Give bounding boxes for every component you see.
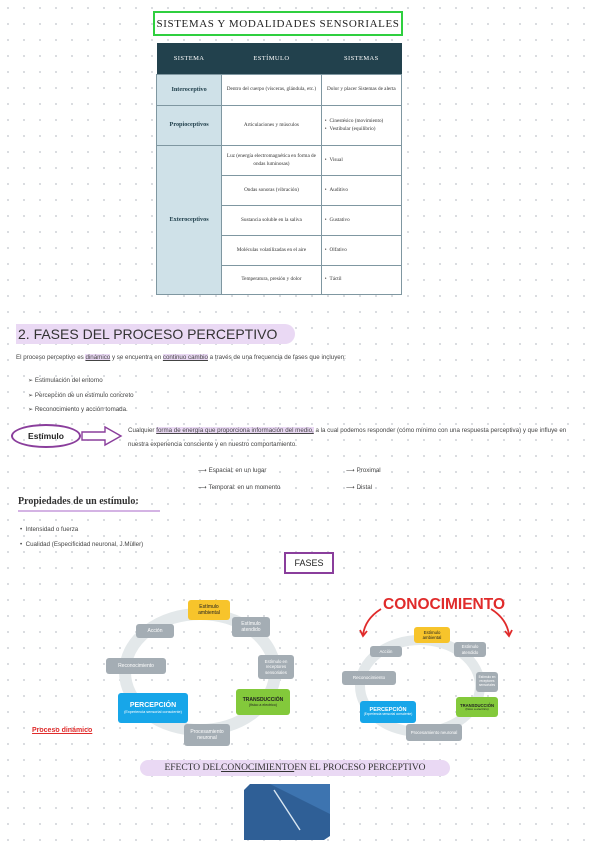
node-percepcion: PERCEPCIÓN(Experiencia sensorial conscie… [360, 701, 416, 723]
node-accion: Acción [136, 624, 174, 638]
estimulo-bubble: Estímulo [11, 424, 81, 448]
intro-paragraph: El proceso perceptivo es dinámico y se e… [16, 354, 576, 361]
cycle-diagram-right: Estímulo ambiental Estímulo atendido Est… [338, 624, 498, 746]
node-procesamiento: Procesamiento neuronal [406, 724, 462, 741]
section-heading: 2. FASES DEL PROCESO PERCEPTIVO [16, 324, 296, 344]
header-sistemas: SISTEMAS [321, 43, 402, 75]
arrow-list-left: ⟶ Espacial: en un lugar ⟶ Temporal: en u… [198, 462, 280, 496]
node-estimulo-atendido: Estímulo atendido [232, 617, 270, 637]
right-arrow-icon: ⟶ [346, 484, 357, 491]
table-row: Exteroceptivos Luz (energía electromagné… [155, 145, 403, 295]
table-row: Ondas sonoras (vibración) •Auditivo [157, 175, 403, 206]
cell-stim: Temperatura, presión y dolor [221, 265, 322, 295]
table-header-row: SISTEMA ESTÍMULO SISTEMAS [156, 43, 402, 75]
dynamic-process-label: Proceso dinámico [32, 727, 93, 734]
table-row: Interoceptivo Dentro del cuerpo (víscera… [155, 74, 403, 106]
efecto-heading: EFECTO DEL CONOCIMIENTO EN EL PROCESO PE… [140, 760, 450, 776]
sensory-systems-table: SISTEMA ESTÍMULO SISTEMAS Interoceptivo … [155, 43, 403, 295]
node-percepcion: PERCEPCIÓN(Experiencia sensorial conscie… [118, 693, 188, 723]
thumbnail-image [244, 784, 330, 840]
estimulo-definition: Cualquier forma de energía que proporcio… [128, 427, 567, 448]
list-item: ⟶ Espacial: en un lugar [198, 467, 267, 474]
cell-sys: •Táctil [320, 265, 403, 295]
cell-interoceptivo: Interoceptivo [155, 74, 223, 106]
node-procesamiento: Procesamiento neuronal [184, 724, 230, 746]
definition-highlight: forma de energía que proporciona informa… [156, 427, 314, 434]
list-item: ⟶ Proximal [346, 467, 381, 474]
node-reconocimiento: Reconocimiento [106, 658, 166, 674]
right-arrow-icon: ⟶ [198, 484, 209, 491]
sys-value: Olfativo [329, 246, 347, 253]
node-estimulo-ambiental: Estímulo ambiental [188, 600, 230, 620]
table-row: Moléculas volatilizadas en el aire •Olfa… [157, 235, 403, 266]
fases-label: FASES [284, 552, 334, 574]
table-row: Sustancia soluble en la saliva •Gustativ… [157, 205, 403, 236]
table-row: Temperatura, presión y dolor •Táctil [157, 265, 403, 295]
sys-cinestesico: Cinestésico (movimiento) [329, 118, 384, 125]
cell-sys: •Olfativo [320, 235, 403, 266]
curved-arrows-icon [359, 608, 513, 638]
efecto-underlined: CONOCIMIENTO [221, 763, 295, 773]
phases-list: ➢ Estimulación del entorno ➢ Percepción … [28, 374, 134, 418]
arrow-bullet-icon: ➢ [28, 406, 35, 413]
properties-heading: Propiedades de un estímulo: [18, 496, 160, 512]
cell-stim: Moléculas volatilizadas en el aire [221, 235, 322, 266]
node-reconocimiento: Reconocimiento [342, 671, 396, 685]
list-item: ⟶ Temporal: en un momento [198, 484, 281, 491]
cell-sys: •Auditivo [320, 175, 403, 206]
outline-arrow-icon [81, 425, 123, 447]
cell-sys: •Gustativo [320, 205, 403, 236]
sys-value: Táctil [329, 276, 342, 283]
node-estimulo-atendido: Estímulo atendido [454, 642, 486, 657]
node-estimulo-ambiental: Estímulo ambiental [414, 627, 450, 643]
right-arrow-icon: ⟶ [198, 467, 209, 474]
arrow-bullet-icon: ➢ [28, 377, 35, 384]
node-receptores: Estímulo en receptores sensoriales [476, 672, 498, 692]
node-transduccion: TRANSDUCCIÓN(fisico a electrico) [456, 697, 498, 717]
cell-propioceptivos: Propioceptivos [155, 105, 223, 146]
cell-stim: Dentro del cuerpo (vísceras, glándula, e… [221, 74, 322, 106]
intro-highlight-dinamico: dinámico [85, 354, 111, 361]
intro-text: a través de una frecuencia de fases que … [207, 354, 346, 361]
arrow-list-right: ⟶ Proximal ⟶ Distal [346, 462, 381, 496]
node-receptores: Estímulo en receptores sensoriales [258, 655, 294, 679]
header-sistema: SISTEMA [156, 43, 222, 75]
sys-value: Visual [329, 156, 343, 163]
right-arrow-icon: ⟶ [346, 467, 357, 474]
header-estimulo: ESTÍMULO [221, 43, 322, 75]
table-row: Propioceptivos Articulaciones y músculos… [155, 105, 403, 146]
list-item: • Cualidad (Especificidad neuronal, J.Mü… [20, 541, 144, 548]
cell-stim: Ondas sonoras (vibración) [221, 175, 322, 206]
intro-text: El proceso perceptivo es [16, 354, 86, 361]
sys-value: Gustativo [329, 216, 350, 223]
cell-stim: Luz (energía electromagnética en forma d… [221, 145, 322, 176]
list-item: • Intensidad o fuerza [20, 526, 79, 533]
cell-sys: •Cinestésico (movimiento) •Vestibular (e… [320, 105, 403, 146]
properties-list: • Intensidad o fuerza • Cualidad (Especi… [20, 522, 143, 552]
node-accion: Acción [370, 646, 402, 657]
cell-stim: Articulaciones y músculos [221, 105, 322, 146]
page-title: SISTEMAS Y MODALIDADES SENSORIALES [153, 11, 403, 36]
list-item: ➢ Percepción de un estímulo concreto [28, 391, 134, 399]
sys-value: Auditivo [329, 186, 348, 193]
list-item: ⟶ Distal [346, 484, 373, 491]
arrow-bullet-icon: ➢ [28, 391, 35, 399]
cell-sys: Dolor y placer Sistemas de alerta [320, 74, 403, 106]
cell-sys: •Visual [320, 145, 403, 176]
cell-stim: Sustancia soluble en la saliva [221, 205, 322, 236]
conocimiento-label: CONOCIMIENTO [383, 596, 505, 613]
intro-highlight-cambio: continuo cambio [162, 354, 208, 361]
sys-vestibular: Vestibular (equilibrio) [329, 125, 376, 132]
intro-text: y se encuentra en [110, 354, 163, 361]
list-item: ➢ Estimulación del entorno [28, 377, 103, 384]
cell-exteroceptivos: Exteroceptivos [155, 145, 223, 295]
list-item: ➢ Reconocimiento y acción tomada. [28, 406, 128, 413]
node-transduccion: TRANSDUCCIÓN(fisico a electrico) [236, 689, 290, 715]
cycle-diagram-left: Estímulo ambiental Estímulo atendido Est… [100, 592, 300, 752]
